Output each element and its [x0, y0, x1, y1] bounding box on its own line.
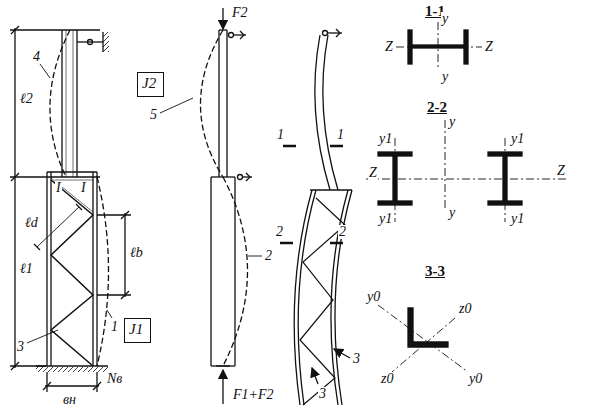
section-2-2	[366, 120, 566, 222]
force-label: F2	[231, 6, 249, 20]
force-label: Nв	[106, 372, 123, 386]
stiffness-box: J1	[124, 318, 151, 343]
axis-label: Z	[384, 40, 394, 54]
section-mark-label: 1	[336, 128, 345, 142]
axis-label: y1	[510, 212, 525, 226]
callout-label: 4	[32, 50, 41, 64]
axis-label: y1	[510, 132, 525, 146]
section-mark-label: 2	[275, 225, 284, 239]
axis-label: y	[448, 206, 456, 220]
section-mark-label: 1	[276, 128, 285, 142]
dim-label: ℓb	[129, 246, 144, 260]
axis-label: Z	[368, 166, 378, 180]
stiffness-box: J2	[137, 72, 164, 97]
axis-label: y1	[378, 132, 393, 146]
section-mark-label: 3	[318, 387, 327, 401]
section-mark-label: 3	[352, 352, 361, 366]
mark-label: I	[55, 181, 62, 195]
axis-label: z0	[458, 302, 472, 316]
axis-label: y	[441, 70, 449, 84]
stepped-column-scheme	[160, 8, 262, 404]
axis-label: Z	[484, 40, 494, 54]
section-title-label: 2-2	[426, 100, 448, 115]
section-1-1	[396, 22, 482, 70]
axis-label: y0	[468, 372, 483, 386]
axis-label: Z	[556, 164, 566, 178]
left-scheme	[10, 26, 131, 392]
axis-label: y	[441, 12, 449, 26]
stiffness-label: J1	[125, 319, 150, 340]
dim-label: ℓ2	[19, 92, 34, 106]
force-label: F1+F2	[232, 388, 275, 402]
dim-label: ℓ1	[19, 262, 34, 276]
axis-label: z0	[380, 372, 394, 386]
dim-label: ℓd	[24, 216, 39, 230]
callout-label: 1	[110, 320, 119, 334]
axis-label: y1	[378, 212, 393, 226]
stiffness-label: J2	[138, 73, 163, 94]
callout-label: 3	[16, 340, 25, 354]
callout-label: 2	[264, 249, 273, 263]
axis-label: y0	[366, 290, 381, 304]
buckled-column	[280, 29, 352, 405]
mark-label: I	[80, 181, 87, 195]
dim-label: вн	[62, 393, 77, 407]
axis-label: y	[448, 115, 456, 129]
section-mark-label: 2	[338, 225, 347, 239]
section-title-label: 3-3	[424, 264, 446, 279]
callout-label: 5	[149, 108, 158, 122]
section-3-3	[378, 305, 468, 372]
